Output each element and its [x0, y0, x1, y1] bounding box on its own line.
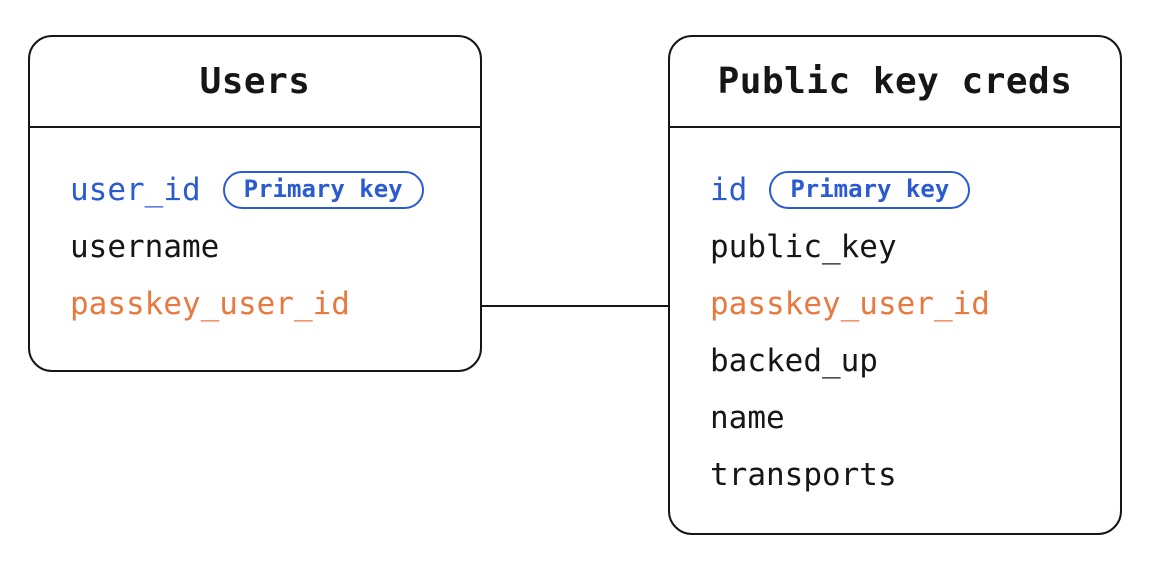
table-row: passkey_user_id [710, 275, 1096, 332]
table-row: name [710, 389, 1096, 446]
table-row: user_id Primary key [70, 161, 456, 218]
table-row: public_key [710, 218, 1096, 275]
field-passkey-user-id: passkey_user_id [710, 285, 990, 322]
field-public-key: public_key [710, 228, 897, 265]
table-public-key-creds-header: Public key creds [670, 37, 1120, 128]
table-users: Users user_id Primary key username passk… [28, 35, 482, 372]
field-name: name [710, 399, 785, 436]
field-username: username [70, 228, 220, 265]
relationship-line [482, 305, 668, 307]
table-users-title: Users [199, 61, 311, 102]
field-backed-up: backed_up [710, 342, 878, 379]
table-row: backed_up [710, 332, 1096, 389]
table-public-key-creds-title: Public key creds [717, 61, 1073, 102]
field-user-id: user_id [70, 171, 201, 208]
table-row: transports [710, 446, 1096, 503]
table-public-key-creds-body: id Primary key public_key passkey_user_i… [670, 128, 1120, 503]
table-row: username [70, 218, 456, 275]
primary-key-badge: Primary key [222, 170, 424, 209]
table-users-header: Users [30, 37, 480, 128]
table-public-key-creds: Public key creds id Primary key public_k… [668, 35, 1122, 535]
field-passkey-user-id: passkey_user_id [70, 285, 350, 322]
primary-key-badge: Primary key [769, 170, 971, 209]
table-users-body: user_id Primary key username passkey_use… [30, 128, 480, 332]
table-row: id Primary key [710, 161, 1096, 218]
table-row: passkey_user_id [70, 275, 456, 332]
field-id: id [710, 171, 748, 208]
field-transports: transports [710, 456, 897, 493]
